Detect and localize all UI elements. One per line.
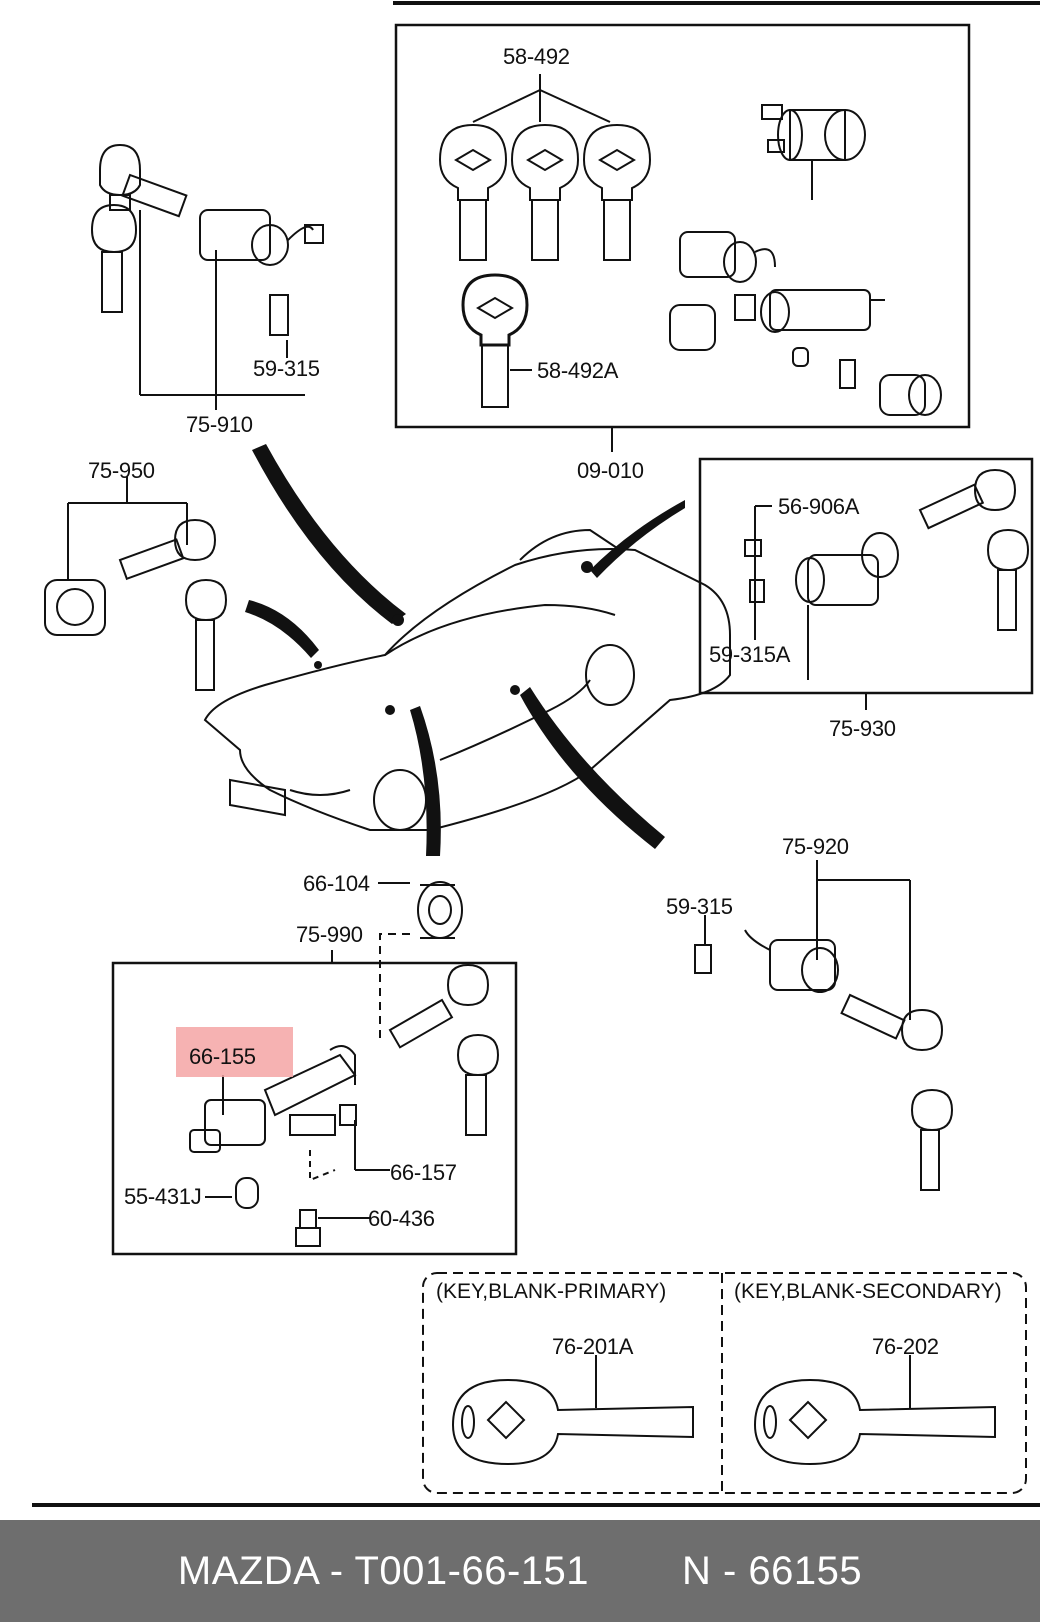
door-lock-cylinder-icon — [744, 532, 899, 680]
lock-cylinder-icon — [761, 104, 866, 200]
kit-box-75-990 — [111, 961, 518, 1256]
footer-gap — [589, 1549, 682, 1594]
label-09-010: 09-010 — [577, 458, 644, 483]
key-icon — [510, 123, 580, 261]
label-59-315-right: 59-315 — [666, 894, 733, 919]
key-icon — [840, 993, 954, 1191]
label-59-315A: 59-315A — [709, 642, 791, 667]
label-60-436: 60-436 — [368, 1206, 435, 1231]
footer-brand-part: MAZDA - T001-66-151 — [177, 1548, 590, 1593]
key-icon — [582, 123, 652, 261]
label-58-492: 58-492 — [503, 44, 570, 69]
section-secondary-key: (KEY,BLANK-SECONDARY) — [734, 1280, 1002, 1303]
door-lock-cylinder-icon — [199, 209, 324, 336]
car-illustration — [203, 528, 731, 831]
bulb-icon — [235, 1177, 259, 1209]
label-66-155: 66-155 — [189, 1044, 256, 1069]
seal-ring-icon — [417, 881, 463, 939]
label-75-930: 75-930 — [829, 716, 896, 741]
key-icon — [918, 468, 1030, 631]
secondary-key-blank-icon — [753, 1355, 996, 1466]
label-56-906A: 56-906A — [778, 494, 860, 519]
key-icon — [118, 518, 228, 691]
key-icon — [99, 143, 188, 218]
label-75-950: 75-950 — [88, 458, 155, 483]
label-76-202: 76-202 — [872, 1334, 939, 1359]
label-75-990: 75-990 — [296, 922, 363, 947]
bolt-icon — [295, 1209, 321, 1247]
key-icon — [90, 203, 138, 313]
label-55-431J: 55-431J — [124, 1184, 202, 1209]
label-76-201A: 76-201A — [552, 1334, 634, 1359]
steering-lock-icon — [189, 1045, 357, 1153]
section-primary-key: (KEY,BLANK-PRIMARY) — [436, 1280, 667, 1303]
remote-key-icon — [461, 273, 529, 408]
kit-box-09-010 — [394, 23, 971, 429]
key-icon — [438, 123, 508, 261]
label-66-104: 66-104 — [303, 871, 370, 896]
primary-key-blank-icon — [451, 1355, 694, 1466]
key-icon — [388, 963, 500, 1136]
door-lock-cylinder-icon — [694, 929, 839, 993]
label-59-315-top: 59-315 — [253, 356, 320, 381]
trunk-lock-icon — [44, 579, 106, 636]
footer-number: N - 66155 — [681, 1548, 863, 1593]
label-75-920: 75-920 — [782, 834, 849, 859]
part-number-footer: MAZDA - T001-66-151 N - 66155 — [0, 1520, 1040, 1622]
label-75-910: 75-910 — [186, 412, 253, 437]
ignition-switch-icon — [669, 231, 942, 416]
label-66-157: 66-157 — [390, 1160, 457, 1185]
parts-diagram — [32, 1, 1040, 1507]
highlight-66-155 — [176, 1027, 293, 1077]
label-58-492A: 58-492A — [537, 358, 619, 383]
key-blank-box — [422, 1272, 1027, 1494]
